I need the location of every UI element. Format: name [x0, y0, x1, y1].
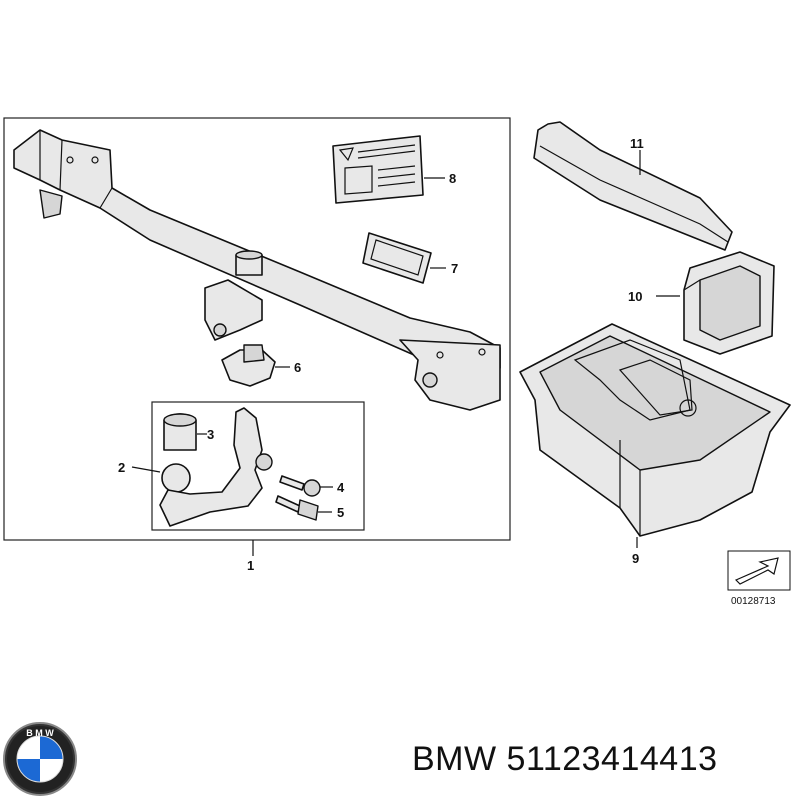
bmw-logo-icon: B M W	[3, 722, 77, 796]
callout-7: 7	[451, 261, 458, 276]
logo-letters: B M W	[26, 728, 54, 738]
warning-label-part-8	[332, 135, 424, 204]
callout-8: 8	[449, 171, 456, 186]
protective-cap-part-3	[163, 413, 197, 451]
callout-6: 6	[294, 360, 301, 375]
inner-detail-frame	[151, 401, 365, 531]
callout-4: 4	[337, 480, 345, 495]
tow-bar-crossmember	[13, 129, 501, 411]
callout-10: 10	[628, 289, 642, 304]
leader-line-2	[131, 466, 161, 473]
reference-box	[727, 550, 791, 591]
lock-key-part-4	[279, 475, 321, 497]
trim-cover-part-11	[533, 121, 733, 251]
part-number-caption: BMW 51123414413	[412, 740, 718, 778]
left-diagram-frame	[3, 117, 511, 541]
socket-holder-part-6	[221, 344, 276, 387]
storage-box-part-10	[683, 251, 775, 355]
callout-9: 9	[632, 551, 639, 566]
direction-arrow-icon	[734, 557, 779, 585]
reference-code: 00128713	[731, 596, 776, 607]
cover-plate-part-7	[362, 232, 432, 284]
ball-head-part-2	[159, 407, 273, 527]
key-part-5	[275, 495, 319, 521]
callout-5: 5	[337, 505, 344, 520]
callout-11: 11	[630, 136, 644, 151]
storage-tray-part-9	[519, 323, 791, 537]
callout-2: 2	[118, 460, 125, 475]
callout-1: 1	[247, 558, 254, 573]
callout-3: 3	[207, 427, 214, 442]
